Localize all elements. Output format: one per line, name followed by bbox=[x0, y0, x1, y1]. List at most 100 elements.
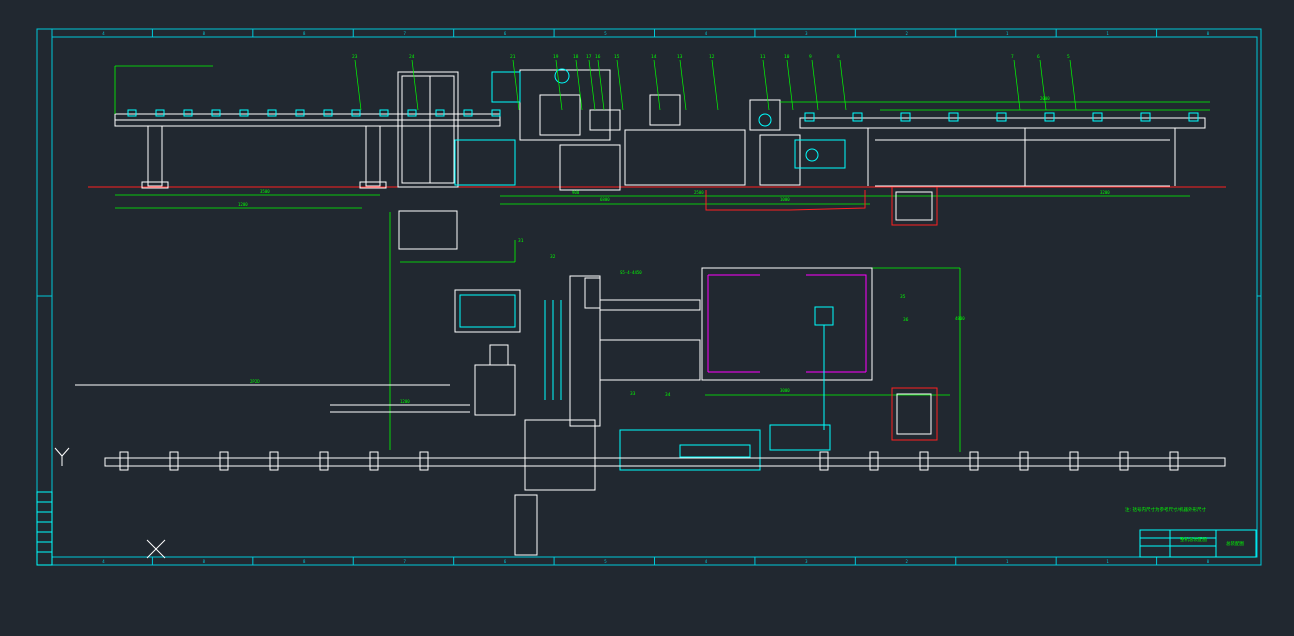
callout-number: 34 bbox=[665, 392, 671, 398]
border-col-label-top: 2 bbox=[906, 31, 909, 36]
callout-number: 8 bbox=[837, 54, 840, 60]
roller bbox=[1092, 112, 1103, 122]
title-block-title: 整机总装配图 bbox=[1180, 536, 1207, 543]
title-block: 整机总装配图 总装配图 bbox=[1139, 529, 1257, 558]
roller bbox=[1140, 112, 1151, 122]
roller bbox=[351, 109, 361, 117]
roller bbox=[155, 109, 165, 117]
callout-number: 11 bbox=[760, 54, 766, 60]
callout-number: 36 bbox=[903, 317, 909, 323]
dimension-text: 1000 bbox=[780, 197, 790, 202]
border-col-label-bottom: 0 bbox=[1207, 559, 1210, 564]
roller bbox=[1069, 451, 1079, 471]
callout-number: 18 bbox=[573, 54, 579, 60]
border-col-label-bottom: 2 bbox=[906, 559, 909, 564]
border-col-label-top: 7 bbox=[403, 31, 406, 36]
roller bbox=[127, 109, 137, 117]
roller bbox=[295, 109, 305, 117]
plan-label: S5-4-4450 bbox=[620, 270, 642, 275]
callout-number: 10 bbox=[784, 54, 790, 60]
border-col-label-bottom: 1 bbox=[1006, 559, 1009, 564]
roller bbox=[319, 451, 329, 471]
roller bbox=[119, 451, 129, 471]
roller bbox=[948, 112, 959, 122]
roller bbox=[1044, 112, 1055, 122]
roller bbox=[211, 109, 221, 117]
callout-number: 24 bbox=[409, 54, 415, 60]
callout-number: 5 bbox=[1067, 54, 1070, 60]
origin-x-marker bbox=[146, 539, 166, 559]
border-col-label-bottom: 8 bbox=[303, 559, 306, 564]
dimension-text: 900 bbox=[572, 190, 580, 195]
roller bbox=[996, 112, 1007, 122]
border-col-label-bottom: 4 bbox=[102, 559, 105, 564]
callout-number: 13 bbox=[677, 54, 683, 60]
roller bbox=[219, 451, 229, 471]
callout-number: 35 bbox=[900, 294, 906, 300]
callout-number: 16 bbox=[595, 54, 601, 60]
roller bbox=[900, 112, 911, 122]
callout-number: 9 bbox=[809, 54, 812, 60]
plan-callouts: 31 32 33 34 35 36 bbox=[518, 238, 909, 398]
dimension-text: 2000 bbox=[1040, 96, 1050, 101]
roller bbox=[1188, 112, 1199, 122]
callout-number: 33 bbox=[630, 391, 636, 397]
roller bbox=[239, 109, 249, 117]
roller bbox=[369, 451, 379, 471]
callout-number: 15 bbox=[614, 54, 620, 60]
border-col-label-top: 3 bbox=[805, 31, 808, 36]
border-col-label-top: 0 bbox=[1207, 31, 1210, 36]
roller bbox=[267, 109, 277, 117]
callout-number: 6 bbox=[1037, 54, 1040, 60]
border-col-label-bottom: 6 bbox=[504, 559, 507, 564]
border-col-label-bottom: 7 bbox=[403, 559, 406, 564]
border-col-label-top: 8 bbox=[303, 31, 306, 36]
roller bbox=[804, 112, 815, 122]
border-col-label-bottom: 8 bbox=[203, 559, 206, 564]
right-conveyor-rollers bbox=[804, 112, 1199, 122]
ucs-icon bbox=[54, 447, 70, 466]
roller bbox=[435, 109, 445, 117]
callout-number: 21 bbox=[510, 54, 516, 60]
callout-number: 32 bbox=[550, 254, 556, 260]
roller bbox=[1119, 451, 1129, 471]
callout-number: 12 bbox=[709, 54, 715, 60]
plan-label: 2P2D bbox=[250, 379, 260, 384]
dimension-text: 6800 bbox=[600, 197, 610, 202]
roller bbox=[183, 109, 193, 117]
callout-number: 19 bbox=[553, 54, 559, 60]
callout-number: 7 bbox=[1011, 54, 1014, 60]
callout-number: 23 bbox=[352, 54, 358, 60]
border-col-label-top: 1 bbox=[1006, 31, 1009, 36]
border-col-label-bottom: 1 bbox=[1106, 559, 1109, 564]
roller bbox=[463, 109, 473, 117]
dimension-text: 3500 bbox=[260, 189, 270, 194]
border-col-label-bottom: 4 bbox=[705, 559, 708, 564]
roller bbox=[269, 451, 279, 471]
border-col-label-top: 1 bbox=[1106, 31, 1109, 36]
roller bbox=[491, 109, 501, 117]
roller bbox=[323, 109, 333, 117]
plan-conveyor-rollers bbox=[119, 451, 1179, 471]
roller bbox=[419, 451, 429, 471]
roller bbox=[969, 451, 979, 471]
revision-table bbox=[36, 491, 53, 566]
callout-number: 14 bbox=[651, 54, 657, 60]
roller bbox=[819, 451, 829, 471]
roller bbox=[919, 451, 929, 471]
callout-number: 17 bbox=[586, 54, 592, 60]
plan-label: 4800 bbox=[955, 316, 965, 321]
dimension-text: 2500 bbox=[694, 190, 704, 195]
roller bbox=[1019, 451, 1029, 471]
roller bbox=[1169, 451, 1179, 471]
plan-label: 3000 bbox=[780, 388, 790, 393]
border-col-label-bottom: 3 bbox=[805, 559, 808, 564]
callout-number: 31 bbox=[518, 238, 524, 244]
border-col-label-top: 4 bbox=[705, 31, 708, 36]
